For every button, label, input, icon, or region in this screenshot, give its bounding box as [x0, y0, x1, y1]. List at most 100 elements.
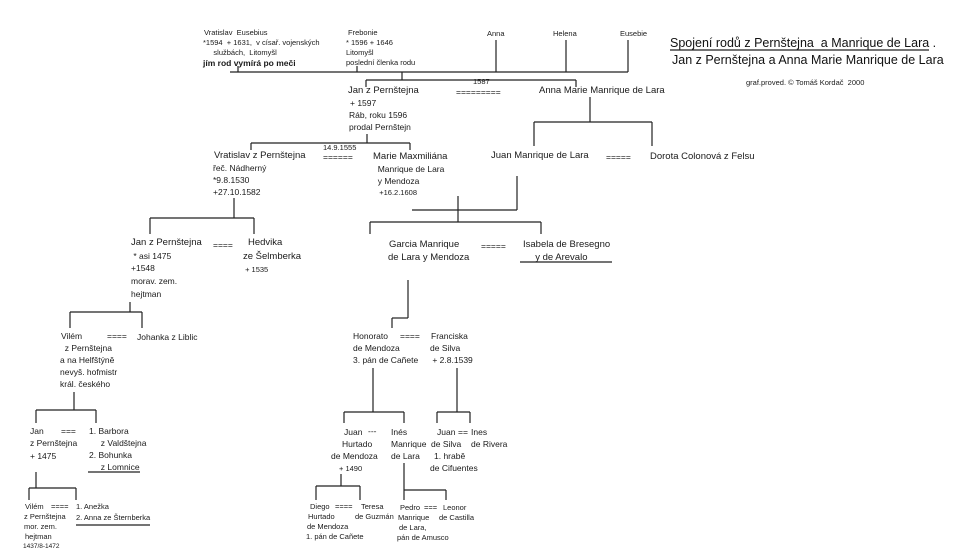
name-line: Inés	[391, 427, 408, 437]
name-line: de Rivera	[471, 439, 508, 449]
name-line: Hurtado	[308, 512, 335, 521]
title-line: 1. hrabě	[434, 451, 466, 461]
marriage-symbol-honorato: ====	[400, 331, 420, 341]
person-helena: Helena	[553, 29, 577, 38]
marriage-symbol-gen2: =========	[456, 87, 501, 97]
dates-line: *9.8.1530	[213, 175, 250, 185]
name-line: Leonor	[443, 503, 467, 512]
name-line: Manrique	[391, 439, 427, 449]
wife-line: 2. Bohunka	[89, 450, 133, 460]
title-line: 1. pán de Cañete	[306, 532, 364, 541]
marriage-year-gen3: 14.9.1555	[323, 143, 357, 152]
place-line: Litomyšl	[346, 48, 374, 57]
name-line: Ines	[471, 427, 488, 437]
name-line: de Silva	[430, 343, 461, 353]
name-line: de Lara y Mendoza	[388, 252, 470, 263]
name-line: y de Arevalo	[522, 252, 588, 263]
chart-title-line1: Spojení rodů z Pernštejna a Manrique de …	[670, 36, 937, 50]
name-line: z Pernštejna	[60, 343, 112, 353]
note-line: prodal Pernštejn	[349, 122, 411, 132]
person-dorota-colonova: Dorota Colonová z Felsu	[650, 151, 755, 162]
name-line: Hedvika	[248, 237, 283, 248]
person-eusebie: Eusebie	[620, 29, 648, 38]
marriage-symbol-gen3: ======	[323, 152, 353, 162]
marriage-symbol-pedro: ===	[424, 503, 438, 512]
name-line: z Pernštejna	[30, 438, 78, 448]
marriage-symbol-juan-hurtado: ---	[368, 426, 377, 436]
dates-line: *1594 + 1631, v císař. vojenských	[203, 38, 320, 47]
name-line: de Guzmán	[355, 512, 394, 521]
person-anna-marie: Anna Marie Manrique de Lara	[539, 85, 665, 96]
office-line: mor. zem.	[24, 522, 57, 531]
name-line: Vilém	[25, 502, 44, 511]
dates-line: + 1535	[243, 265, 269, 274]
name-line: Franciska	[431, 331, 468, 341]
note-line: Ráb, roku 1596	[349, 110, 408, 120]
title-line: 3. pán de Cañete	[353, 355, 419, 365]
office-line: král. českého	[60, 379, 111, 389]
marriage-symbol-gen5: ====	[107, 331, 127, 341]
wife-anna-sternberka: 2. Anna ze Šternberka	[76, 513, 151, 522]
marriage-symbol-juan: =====	[606, 152, 631, 162]
name-line: Vratislav z Pernštejna	[214, 150, 306, 161]
name-line: Isabela de Bresegno	[523, 239, 611, 250]
dates-line: * 1596 + 1646	[346, 38, 393, 47]
dates-line: +16.2.1608	[373, 188, 417, 197]
note-line: jím rod vymírá po meči	[203, 58, 296, 68]
marriage-symbol-gen6: ===	[61, 426, 76, 436]
name-line: Vratislav Eusebius	[204, 28, 268, 37]
marriage-symbol-gen7: ====	[51, 502, 69, 511]
name-line: Vilém	[61, 331, 83, 341]
name-line: de Mendoza	[331, 451, 378, 461]
chart-title-line2: Jan z Pernštejna a Anna Marie Manrique d…	[672, 53, 944, 67]
office-line: hejtman	[25, 532, 52, 541]
name-line: de Castilla	[439, 513, 475, 522]
name-line: Honorato	[353, 331, 388, 341]
name-line: Hurtado	[342, 439, 373, 449]
name-line: de Lara,	[399, 523, 427, 532]
name-line: Garcia Manrique	[389, 239, 460, 250]
person-anna: Anna	[487, 29, 505, 38]
office-line: hejtman	[131, 289, 162, 299]
title-line: de Cifuentes	[430, 463, 478, 473]
name-line: Marie Maxmiliána	[373, 151, 448, 162]
name-line: de Silva	[431, 439, 462, 449]
dates-line: + 1597	[350, 98, 377, 108]
office-line: nevyš. hofmistr	[60, 367, 118, 377]
person-johanka: Johanka z Liblic	[137, 332, 198, 342]
name-line: Pedro	[400, 503, 421, 512]
dates-line: * asi 1475	[131, 251, 172, 261]
name-line: de Mendoza	[353, 343, 400, 353]
marriage-symbol-diego: ====	[335, 502, 353, 511]
name-line: de Lara	[391, 451, 420, 461]
name-line: a na Helfštýně	[60, 355, 115, 365]
name-line: ze Šelmberka	[243, 251, 302, 262]
marriage-symbol-gen4: ====	[213, 240, 233, 250]
wife-anezka: 1. Anežka	[76, 502, 109, 511]
marriage-year-gen2: 1587	[473, 77, 490, 86]
dates-line: +1548	[131, 263, 155, 273]
name-line: de Mendoza	[307, 522, 349, 531]
marriage-symbol-garcia: =====	[481, 241, 506, 251]
name-line: Jan z Pernštejna	[348, 85, 419, 96]
person-juan-manrique: Juan Manrique de Lara	[491, 150, 589, 161]
office-line: morav. zem.	[131, 276, 178, 286]
marriage-symbol-juan-silva: ==	[458, 427, 468, 437]
name-line: Diego	[310, 502, 330, 511]
dates-line: 1437/8-1472	[23, 543, 60, 550]
name-line: Juan	[344, 427, 363, 437]
dates-line: + 1490	[339, 464, 363, 473]
name-line: Juan	[437, 427, 456, 437]
name-line: Manrique	[398, 513, 430, 522]
name-line: Teresa	[361, 502, 384, 511]
name-line: y Mendoza	[373, 176, 420, 186]
note-line: poslední členka rodu	[346, 58, 416, 67]
name-line: Manrique de Lara	[373, 164, 445, 174]
dates-line: +27.10.1582	[213, 187, 261, 197]
name-line: Jan z Pernštejna	[131, 237, 202, 248]
dates-line: + 2.8.1539	[430, 355, 473, 365]
name-line: Jan	[30, 426, 44, 436]
wife-line: z Lomnice	[89, 462, 140, 472]
wife-line: 1. Barbora	[89, 426, 129, 436]
